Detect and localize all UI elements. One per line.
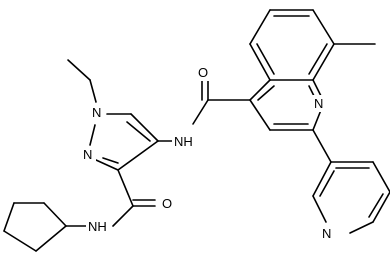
cyclopentyl-ring [3, 202, 67, 252]
pyrazole-ring [89, 113, 159, 171]
atom-label-n1-pyrazole: N [92, 105, 101, 120]
atom-label-n-quinoline: N [314, 96, 323, 111]
atom-label-nh-right: NH [174, 134, 193, 149]
pyridine-ring [312, 129, 390, 234]
amide-right [157, 79, 251, 142]
ethyl-group [67, 59, 97, 103]
atom-label-o-bottom: O [162, 196, 172, 211]
atom-label-o-top: O [198, 65, 208, 80]
atom-label-nh-left: NH [88, 219, 107, 234]
amide-left [65, 169, 156, 227]
quinoline-pyridine-ring [249, 79, 322, 131]
atom-label-n-pyridine: N [322, 226, 331, 241]
atom-labels: O N NH N N O NH N [81, 64, 335, 242]
atom-label-n2-pyrazole: N [83, 147, 92, 162]
quinoline-benzo-ring [249, 9, 335, 81]
